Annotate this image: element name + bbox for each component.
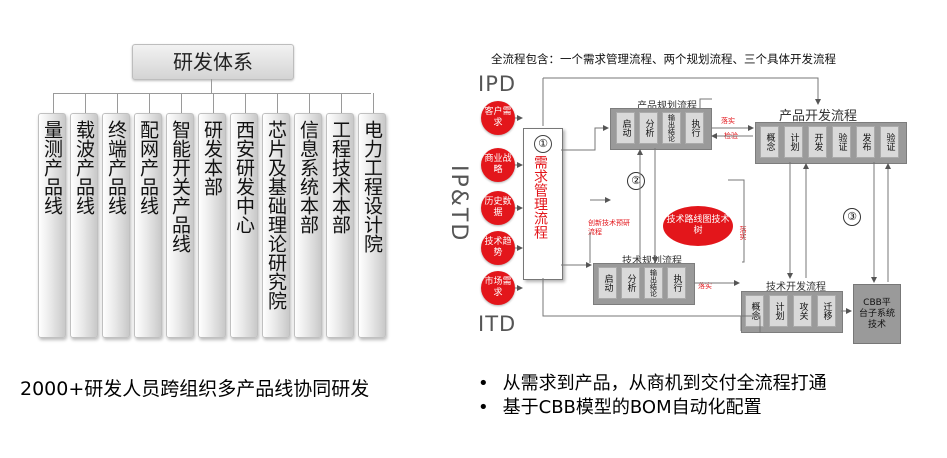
col-rd-headquarters: 研发本部 xyxy=(198,113,226,338)
tech-dev-title: 技术开发流程 xyxy=(766,282,826,293)
col-info-systems: 信息系统本部 xyxy=(294,113,322,338)
step-number-3: ③ xyxy=(843,208,861,226)
tp-step-execute: 执行 xyxy=(667,267,686,299)
ipd-to-product-dev-line xyxy=(543,77,821,105)
col-distribution: 配网产品线 xyxy=(134,113,162,338)
tree-branch-drop xyxy=(341,93,342,113)
input-customer-demand: 客户需求 xyxy=(481,101,515,135)
tree-branch-drop xyxy=(309,93,310,113)
org-column-label: 载波产品线 xyxy=(73,120,95,215)
process-overview-note: 全流程包含：一个需求管理流程、两个规划流程、三个具体开发流程 xyxy=(491,52,836,66)
org-column-label: 配网产品线 xyxy=(137,120,159,215)
pd-step-develop: 开发 xyxy=(808,126,827,158)
col-carrier: 载波产品线 xyxy=(70,113,98,338)
tree-branch-drop xyxy=(149,93,150,113)
pp-step-execute: 执行 xyxy=(685,112,704,144)
col-smart-switch: 智能开关产品线 xyxy=(166,113,194,338)
bullet-item-1: •从需求到产品，从商机到交付全流程打通 xyxy=(478,373,827,394)
org-column-label: 工程技术本部 xyxy=(329,120,351,234)
pp-annot-implement: 落实 xyxy=(721,117,735,125)
tree-branch-drop xyxy=(213,93,214,113)
org-column-label: 芯片及基础理论研究院 xyxy=(265,120,287,310)
pp-step-analyze: 分析 xyxy=(639,112,658,144)
input-market-demand: 市场需求 xyxy=(481,271,515,305)
tree-branch-drop xyxy=(277,93,278,113)
product-dev-title: 产品开发流程 xyxy=(779,109,858,124)
pd-step-release: 发布 xyxy=(856,126,875,158)
org-column-label: 研发本部 xyxy=(201,120,223,196)
org-column-label: 西安研发中心 xyxy=(233,120,255,234)
col-xian-rd-center: 西安研发中心 xyxy=(230,113,258,338)
input-tech-trend: 技术趋势 xyxy=(481,231,515,265)
tree-branch-drop xyxy=(53,93,54,113)
pd-step-verify-2: 验证 xyxy=(880,126,899,158)
tech-roadmap-bubble: 技术路线图技术树 xyxy=(663,206,733,246)
product-planning-title: 产品规划流程 xyxy=(637,101,697,112)
td-step-migrate: 迁移 xyxy=(817,295,836,327)
tree-branch-drop xyxy=(117,93,118,113)
cbb-platform-box: CBB平台子系统技术 xyxy=(853,284,901,344)
tree-trunk xyxy=(211,79,212,93)
bullet-dot-icon: • xyxy=(478,373,489,394)
org-column-label: 量测产品线 xyxy=(41,120,63,215)
tree-branch-drop xyxy=(181,93,182,113)
innovation-preresearch-note: 创新技术预研流程 xyxy=(588,219,630,236)
col-terminal: 终端产品线 xyxy=(102,113,130,338)
root-node-rd-system: 研发体系 xyxy=(132,44,294,80)
col-chip-research: 芯片及基础理论研究院 xyxy=(262,113,290,338)
demand-management-label: 需求管理流程 xyxy=(532,155,548,239)
tree-branch-drop xyxy=(85,93,86,113)
pd-step-verify: 验证 xyxy=(832,126,851,158)
ipd-label: IPD xyxy=(478,72,517,96)
col-power-design: 电力工程设计院 xyxy=(358,113,386,338)
org-column-label: 电力工程设计院 xyxy=(361,120,383,253)
td-step-tackle: 攻关 xyxy=(793,295,812,327)
tp-step-analyze: 分析 xyxy=(621,267,640,299)
tp-annot-implement: 落实 xyxy=(698,282,712,290)
org-column-label: 智能开关产品线 xyxy=(169,120,191,253)
tree-branch-horizontal xyxy=(54,93,371,94)
org-column-label: 终端产品线 xyxy=(105,120,127,215)
col-metering: 量测产品线 xyxy=(38,113,66,338)
col-engineering-tech: 工程技术本部 xyxy=(326,113,354,338)
pp-step-start: 启动 xyxy=(616,112,635,144)
tp-step-conclusion: 输出结论 xyxy=(644,267,663,299)
org-column-label: 信息系统本部 xyxy=(297,120,319,234)
tree-branch-drop xyxy=(245,93,246,113)
pd-step-concept: 概念 xyxy=(760,126,779,158)
side-annot-implement: 落实 xyxy=(739,226,747,240)
tree-branch-drop xyxy=(373,93,374,113)
bullet-item-2: •基于CBB模型的BOM自动化配置 xyxy=(478,397,762,418)
left-caption: 2000+研发人员跨组织多产品线协同研发 xyxy=(20,378,370,400)
demand-management-box: ① 需求管理流程 xyxy=(523,128,563,280)
td-step-plan: 计划 xyxy=(769,295,788,327)
pd-step-plan: 计划 xyxy=(784,126,803,158)
td-step-concept: 概念 xyxy=(745,295,764,327)
tp-step-start: 启动 xyxy=(598,267,617,299)
input-business-strategy: 商业战略 xyxy=(481,148,515,182)
iptd-label: IP&TD xyxy=(446,165,471,243)
bullet-dot-icon: • xyxy=(478,397,489,418)
itd-label: ITD xyxy=(478,312,517,336)
demand-step-number: ① xyxy=(534,135,552,153)
pp-step-conclusion: 输出结论 xyxy=(662,112,681,144)
input-history-data: 历史数据 xyxy=(481,191,515,225)
